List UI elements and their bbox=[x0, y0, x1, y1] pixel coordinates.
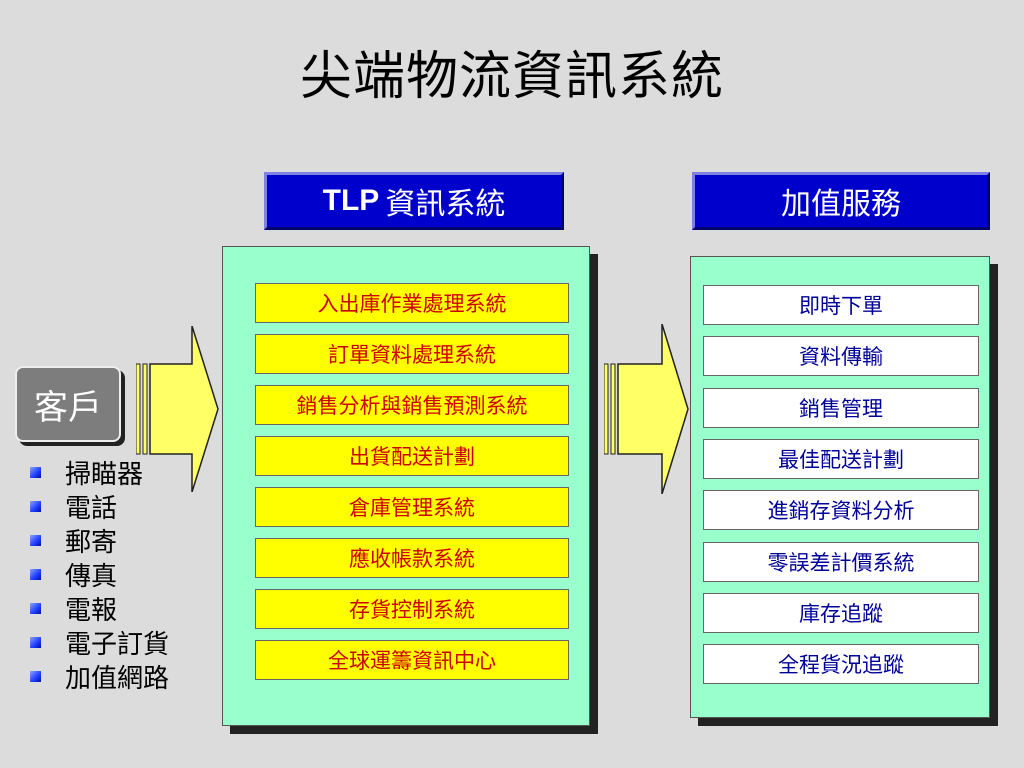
channel-item: 郵寄 bbox=[30, 523, 169, 558]
blue-square-bullet-icon bbox=[30, 602, 41, 614]
tlp-header: TLP 資訊系統 bbox=[264, 172, 564, 230]
tlp-header-text: 資訊系統 bbox=[385, 187, 506, 222]
channel-label: 傳真 bbox=[65, 561, 118, 592]
channel-item: 電子訂貨 bbox=[30, 625, 170, 660]
channel-label: 電報 bbox=[65, 595, 118, 626]
tlp-module-box: 訂單資料處理系統 bbox=[255, 334, 569, 374]
blue-square-bullet-icon bbox=[30, 670, 41, 682]
tlp-header-bold: TLP bbox=[322, 184, 380, 217]
service-box: 最佳配送計劃 bbox=[703, 438, 979, 479]
channel-label: 郵寄 bbox=[65, 527, 118, 558]
channel-item: 電報 bbox=[30, 591, 169, 626]
blue-square-bullet-icon bbox=[30, 534, 41, 546]
tlp-module-box: 全球運籌資訊中心 bbox=[255, 640, 569, 680]
service-box: 即時下單 bbox=[703, 285, 979, 325]
channel-item: 加值網路 bbox=[30, 659, 170, 694]
services-panel: 即時下單資料傳輸銷售管理最佳配送計劃進銷存資料分析零誤差計價系統庫存追蹤全程貨況… bbox=[690, 256, 990, 718]
channel-item: 掃瞄器 bbox=[30, 455, 169, 490]
service-box: 進銷存資料分析 bbox=[703, 490, 979, 531]
service-box: 零誤差計價系統 bbox=[703, 541, 979, 582]
channel-list: 掃瞄器電話郵寄傳真電報電子訂貨加值網路 bbox=[30, 455, 170, 694]
blue-square-bullet-icon bbox=[30, 568, 41, 580]
channel-label: 掃瞄器 bbox=[65, 459, 144, 490]
blue-square-bullet-icon bbox=[30, 500, 41, 512]
striped-right-arrow-icon bbox=[136, 326, 219, 492]
channel-label: 電話 bbox=[65, 493, 118, 524]
channel-item: 傳真 bbox=[30, 557, 169, 592]
striped-right-arrow-icon bbox=[604, 324, 689, 494]
tlp-module-box: 應收帳款系統 bbox=[255, 538, 569, 578]
tlp-panel: 入出庫作業處理系統訂單資料處理系統銷售分析與銷售預測系統出貨配送計劃倉庫管理系統… bbox=[222, 246, 590, 726]
tlp-module-box: 入出庫作業處理系統 bbox=[255, 283, 569, 323]
tlp-module-box: 存貨控制系統 bbox=[255, 589, 569, 629]
tlp-module-box: 銷售分析與銷售預測系統 bbox=[255, 385, 569, 425]
tlp-module-box: 出貨配送計劃 bbox=[255, 436, 569, 476]
tlp-module-box: 倉庫管理系統 bbox=[255, 487, 569, 527]
vas-header: 加值服務 bbox=[692, 172, 990, 230]
service-box: 資料傳輸 bbox=[703, 336, 979, 377]
channel-label: 電子訂貨 bbox=[65, 629, 170, 660]
client-box: 客戶 bbox=[15, 366, 121, 442]
blue-square-bullet-icon bbox=[30, 466, 41, 478]
channel-item: 電話 bbox=[30, 489, 169, 524]
blue-square-bullet-icon bbox=[30, 636, 41, 648]
service-box: 全程貨況追蹤 bbox=[703, 644, 979, 685]
channel-label: 加值網路 bbox=[65, 663, 170, 694]
page-title: 尖端物流資訊系統 bbox=[299, 47, 724, 107]
service-box: 銷售管理 bbox=[703, 387, 979, 428]
service-box: 庫存追蹤 bbox=[703, 592, 979, 633]
